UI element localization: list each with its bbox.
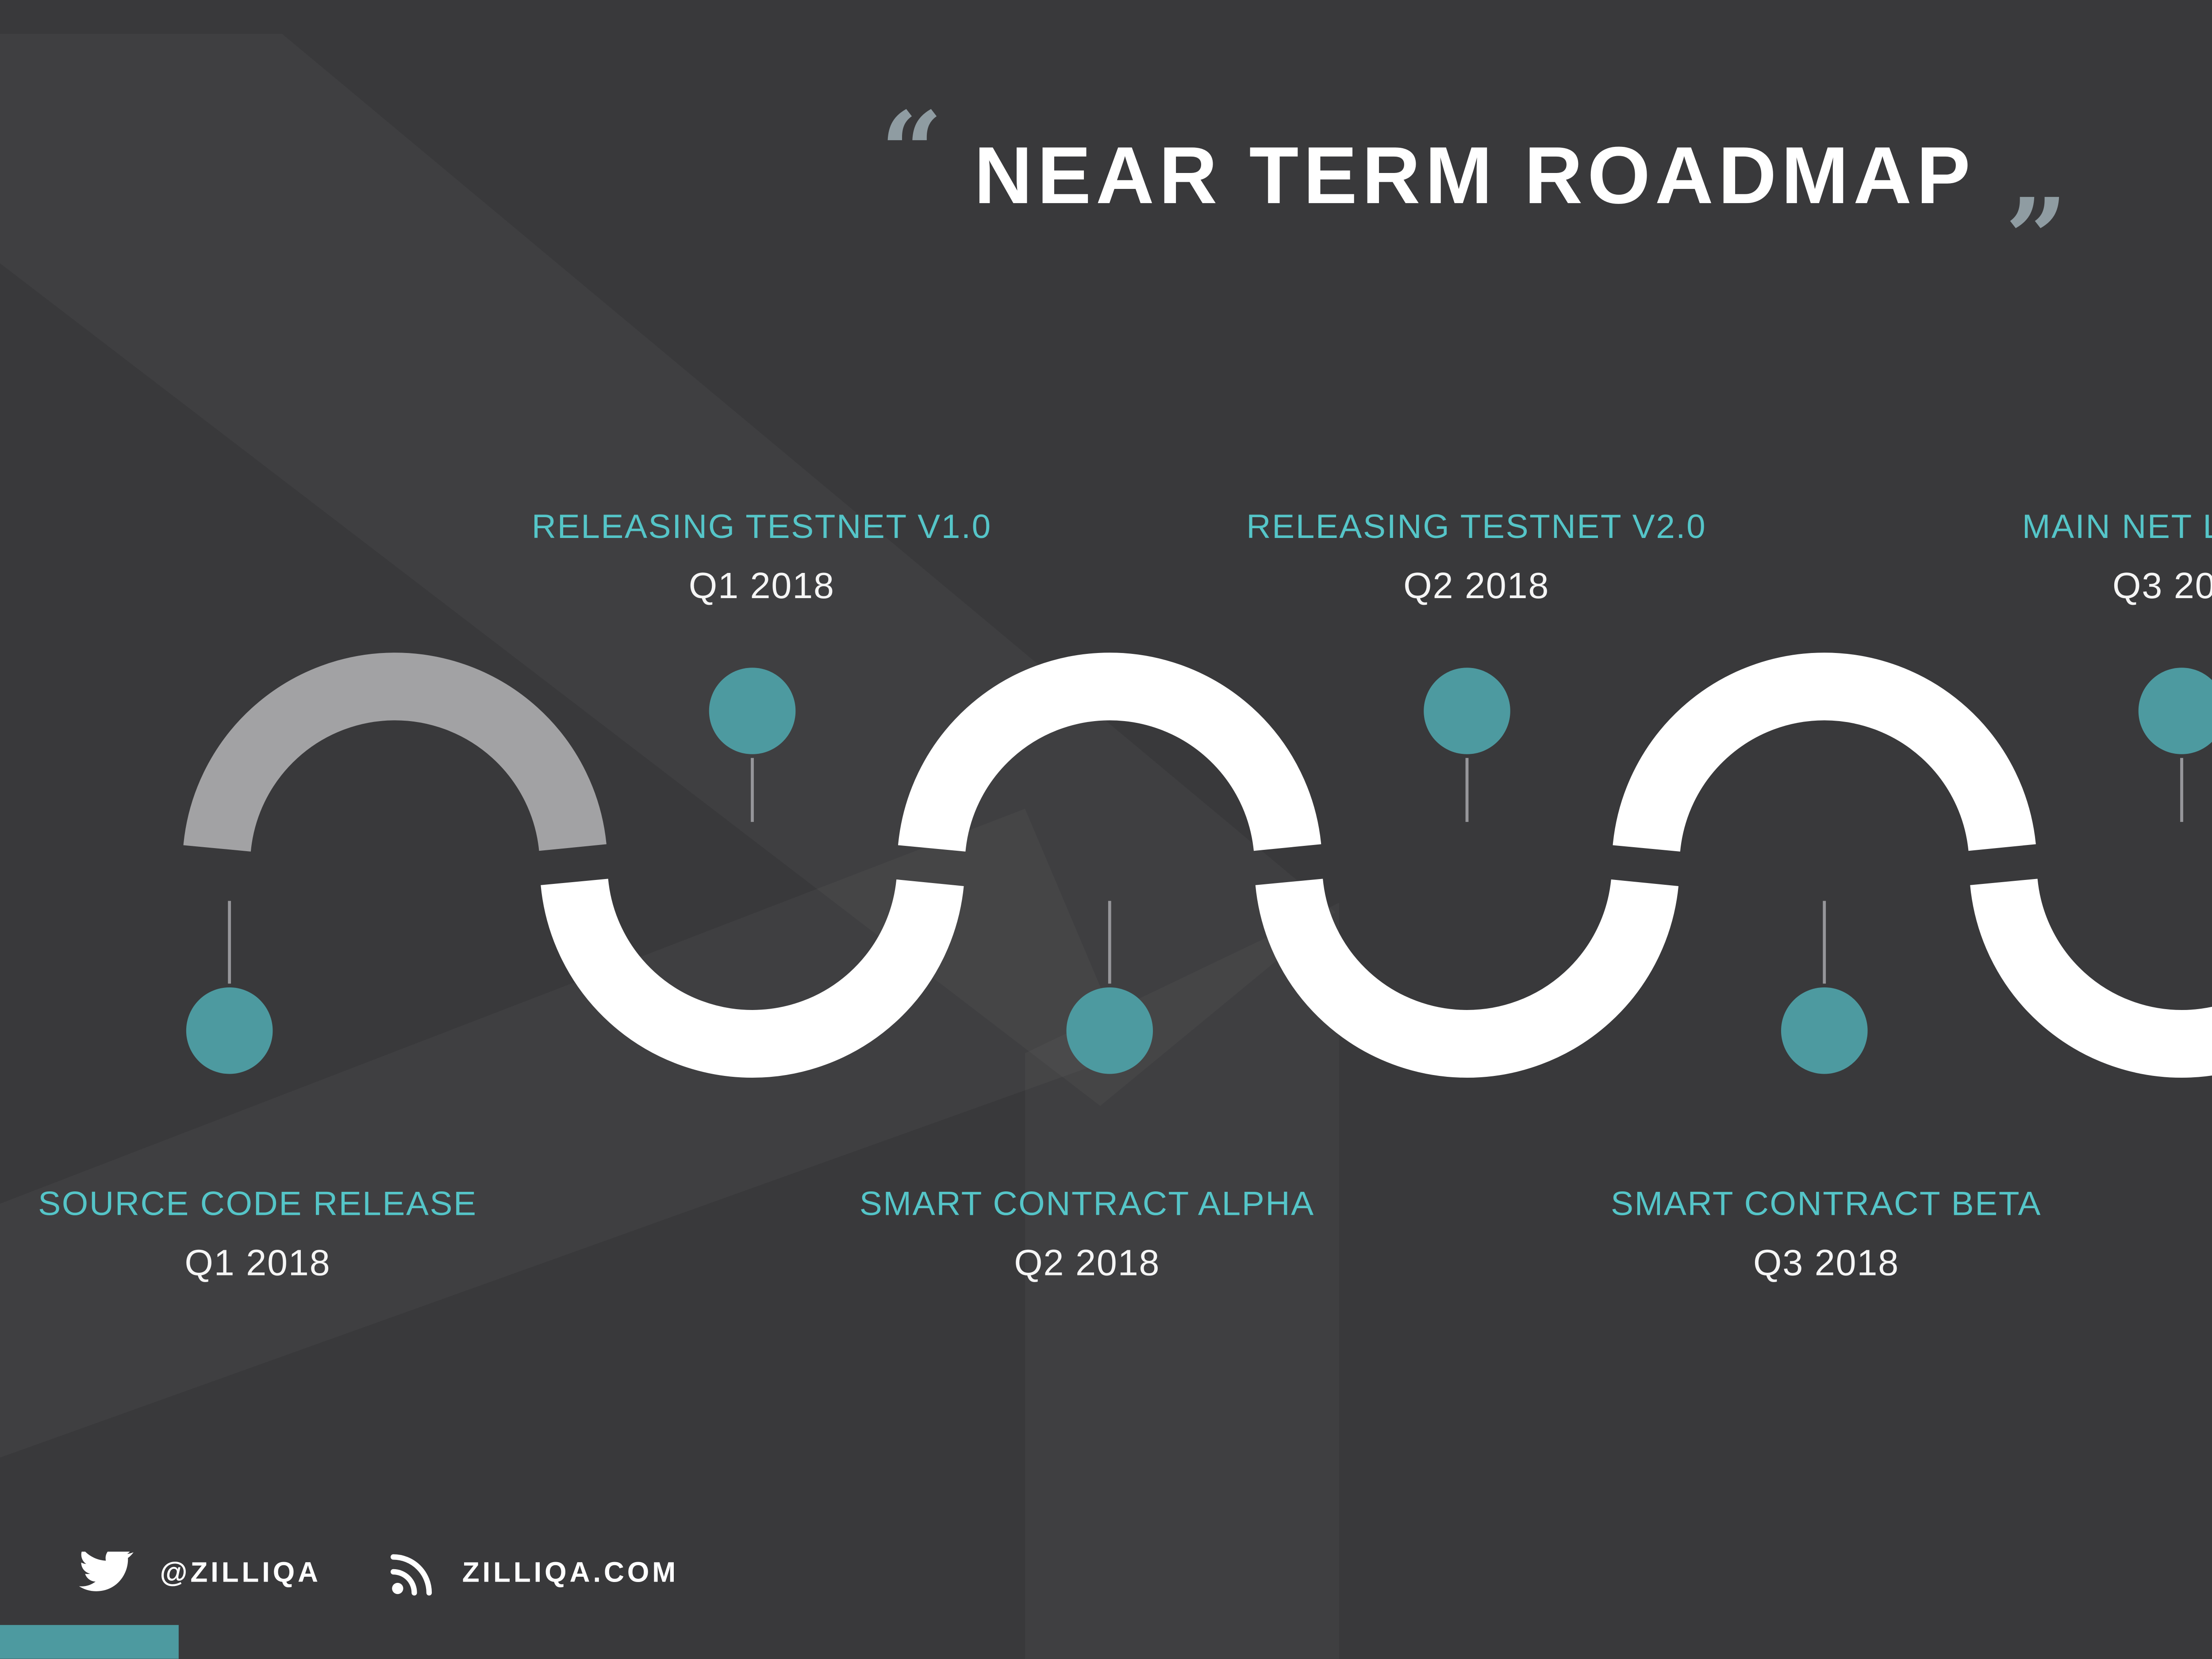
wave-arc-5 [1612, 653, 2037, 866]
milestone-dot [1781, 987, 1868, 1074]
wave-arc-4 [1254, 865, 1680, 1078]
milestone-date: Q3 2018 [1753, 1243, 1900, 1285]
milestone-label: SMART CONTRACT BETA [1610, 1185, 2042, 1223]
milestone-date: Q2 2018 [1403, 566, 1550, 608]
wave-arc-6 [1969, 865, 2212, 1078]
milestone-releasing-testnet-v1: RELEASING TESTNET V1.0 Q1 2018 [414, 508, 1110, 610]
wave-arc-2 [540, 865, 965, 1078]
corner-accent-bar [0, 1625, 179, 1659]
milestone-label: MAIN NET LAUNCH [2022, 507, 2212, 545]
milestone-label: SMART CONTRACT ALPHA [859, 1185, 1315, 1223]
twitter-handle: @ZILLIQA [160, 1557, 321, 1590]
milestone-releasing-testnet-v2: RELEASING TESTNET V2.0 Q2 2018 [1129, 508, 1824, 610]
rss-signal-icon [390, 1554, 432, 1596]
footer: @ZILLIQA ZILLIQA.COM [79, 1550, 679, 1597]
page-title: NEAR TERM ROADMAP [974, 131, 1975, 222]
milestone-dot [186, 987, 273, 1074]
milestone-dot [709, 668, 796, 754]
milestone-dot [1424, 668, 1510, 754]
open-quote: “ [880, 88, 943, 216]
milestone-label: SOURCE CODE RELEASE [38, 1185, 477, 1223]
milestone-dot [2138, 668, 2212, 754]
wave-arc-1 [182, 653, 608, 866]
wave-arc-3 [897, 653, 1322, 866]
milestone-source-code-release: SOURCE CODE RELEASE Q1 2018 [0, 1185, 606, 1286]
twitter-bird-icon [79, 1551, 134, 1590]
milestone-label: RELEASING TESTNET V1.0 [531, 507, 992, 545]
milestone-smart-contract-alpha: SMART CONTRACT ALPHA Q2 2018 [739, 1185, 1435, 1286]
milestone-main-net-launch: MAIN NET LAUNCH Q3 2018 [1838, 508, 2212, 610]
milestone-date: Q1 2018 [184, 1243, 331, 1285]
milestone-date: Q2 2018 [1014, 1243, 1160, 1285]
website-label: ZILLIQA.COM [462, 1557, 679, 1590]
close-quote: ” [2005, 175, 2068, 303]
milestone-date: Q1 2018 [688, 566, 835, 608]
milestone-date: Q3 2018 [2112, 566, 2212, 608]
milestone-dot [1066, 987, 1153, 1074]
milestone-smart-contract-beta: SMART CONTRACT BETA Q3 2018 [1479, 1185, 2174, 1286]
milestone-label: RELEASING TESTNET V2.0 [1246, 507, 1707, 545]
title-row: “ NEAR TERM ROADMAP ” [0, 98, 2212, 293]
